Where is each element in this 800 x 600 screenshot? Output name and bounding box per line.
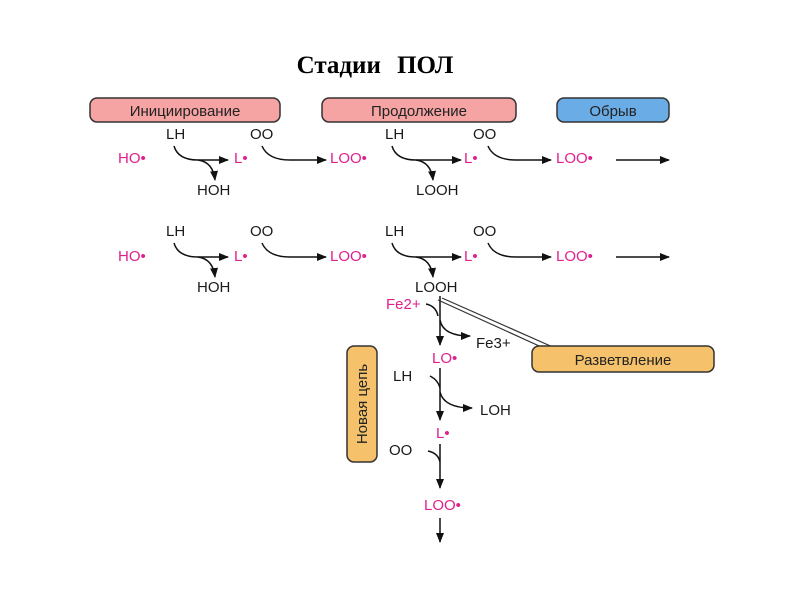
loo-radical: LOO• bbox=[424, 497, 461, 514]
oo-reactant: OO bbox=[250, 223, 273, 240]
new-chain-label: Новая цепь bbox=[354, 364, 371, 444]
l-radical: L• bbox=[234, 150, 248, 167]
lh-reactant: LH bbox=[393, 368, 412, 385]
new-chain-label-box: Новая цепь bbox=[346, 345, 378, 463]
fe2-ion: Fe2+ bbox=[386, 296, 421, 313]
stage-label-propagation: Продолжение bbox=[321, 97, 517, 123]
l-radical: L• bbox=[234, 248, 248, 265]
stage-label-initiation: Инициирование bbox=[89, 97, 281, 123]
ho-radical: HO• bbox=[118, 248, 146, 265]
oo-reactant: OO bbox=[389, 442, 412, 459]
slide-title: Стадии ПОЛ bbox=[296, 52, 454, 79]
loh-product: LOH bbox=[480, 402, 511, 419]
loo-radical: LOO• bbox=[330, 150, 367, 167]
lh-reactant: LH bbox=[166, 223, 185, 240]
propagation-label: Продолжение bbox=[371, 103, 467, 120]
looh-product: LOOH bbox=[415, 279, 458, 296]
branching-label: Разветвление bbox=[575, 352, 672, 369]
l-radical: L• bbox=[464, 248, 478, 265]
loo-radical: LOO• bbox=[330, 248, 367, 265]
termination-label: Обрыв bbox=[589, 103, 636, 120]
lo-radical: LO• bbox=[432, 350, 457, 367]
l-radical: L• bbox=[464, 150, 478, 167]
oo-reactant: OO bbox=[473, 223, 496, 240]
stage-label-termination: Обрыв bbox=[556, 97, 670, 123]
reaction-row-1: HO• LH HOH L• OO LOO• LH LOOH L• OO LOO• bbox=[118, 126, 670, 199]
oo-reactant: OO bbox=[250, 126, 273, 143]
lh-reactant: LH bbox=[385, 223, 404, 240]
branching-chain: Fe2+ Fe3+ LO• LH LOH L• OO LOO• bbox=[386, 296, 511, 543]
reaction-row-2: HO• LH HOH L• OO LOO• LH LOOH L• OO LOO• bbox=[118, 223, 670, 296]
hoh-product: HOH bbox=[197, 182, 230, 199]
initiation-label: Инициирование bbox=[130, 103, 241, 120]
fe3-ion: Fe3+ bbox=[476, 335, 511, 352]
oo-reactant: OO bbox=[473, 126, 496, 143]
l-radical: L• bbox=[436, 425, 450, 442]
loo-radical: LOO• bbox=[556, 150, 593, 167]
lh-reactant: LH bbox=[166, 126, 185, 143]
looh-product: LOOH bbox=[416, 182, 459, 199]
ho-radical: HO• bbox=[118, 150, 146, 167]
lh-reactant: LH bbox=[385, 126, 404, 143]
branching-callout: Разветвление bbox=[437, 297, 715, 373]
loo-radical: LOO• bbox=[556, 248, 593, 265]
hoh-product: HOH bbox=[197, 279, 230, 296]
